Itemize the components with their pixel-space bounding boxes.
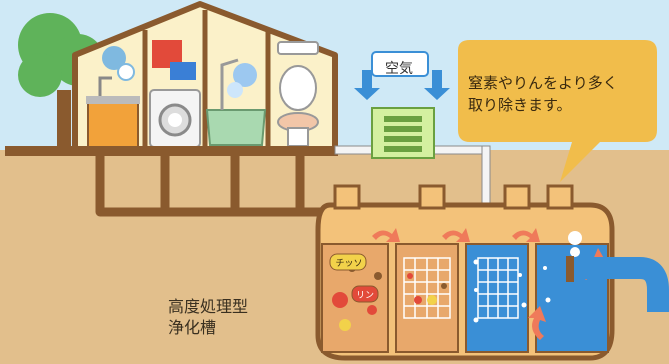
floor-beam (5, 146, 338, 156)
tank-label: 高度処理型 浄化槽 (168, 296, 248, 338)
tank-label-line-2: 浄化槽 (168, 318, 217, 337)
phosphorus-tag-text: リン (355, 291, 374, 301)
particle-tag-nitrogen (329, 253, 367, 271)
toilet-icon (277, 41, 319, 147)
kitchen-sink-icon (86, 46, 140, 148)
filter-media (403, 257, 519, 319)
air-bubbles (473, 231, 582, 323)
outlet-pipe (570, 257, 669, 312)
tank-label-line-1: 高度処理型 (168, 297, 249, 316)
callout-line-2: 取り除きます。 (468, 96, 572, 114)
callout-line-1: 窒素やりんをより多く (468, 74, 618, 92)
air-arrows (354, 70, 450, 100)
air-label: 空気 (385, 61, 413, 77)
outlet-flange (566, 256, 574, 282)
nitrogen-tag-text: チッソ (335, 259, 363, 269)
callout-bubble (458, 40, 657, 182)
house (72, 1, 338, 153)
bathtub-icon (205, 58, 267, 146)
pollutant-particles (332, 264, 447, 331)
flow-arrows (372, 228, 606, 340)
air-label-box (371, 51, 429, 77)
air-blower-icon (371, 107, 435, 159)
drain-pipes (95, 156, 322, 217)
washing-machine-icon (149, 40, 201, 148)
particle-tag-phosphorus (351, 285, 379, 303)
callout-text: 窒素やりんをより多く 取り除きます。 (468, 72, 648, 116)
